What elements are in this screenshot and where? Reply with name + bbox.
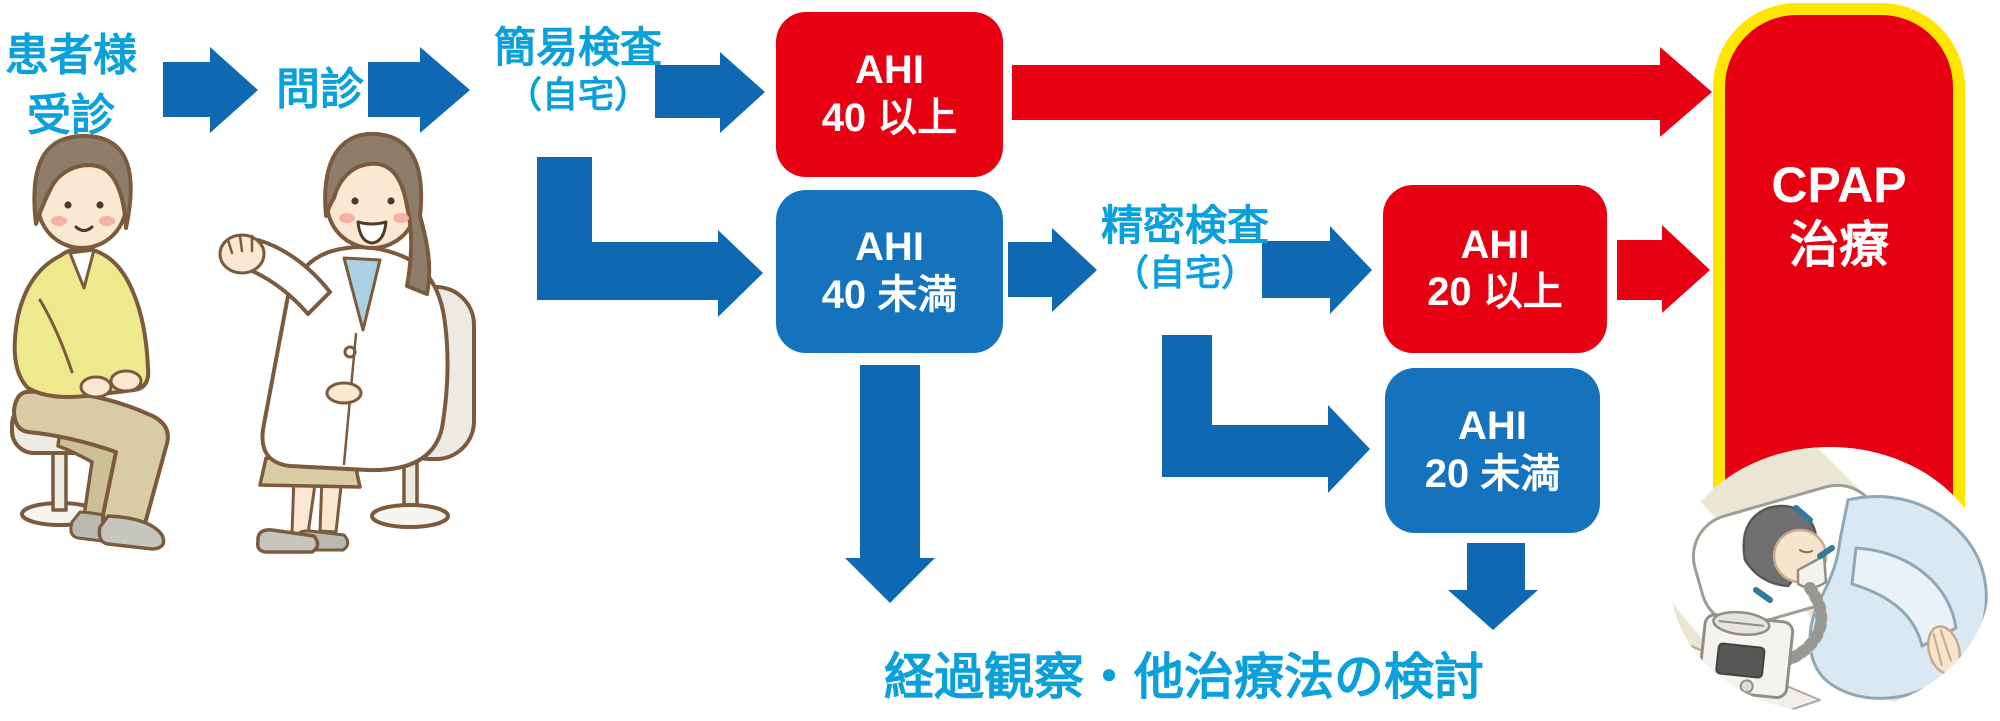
label-line: 患者様 xyxy=(5,31,137,80)
arrow-ahi40-under-to-detailed-test xyxy=(1008,228,1097,312)
node-line: CPAP xyxy=(1771,157,1907,213)
label-patient-visit: 患者様 受診 xyxy=(0,26,142,146)
label-line: （自宅） xyxy=(1112,252,1257,294)
label-followup-other-treatments: 経過観察・他治療法の検討 xyxy=(884,649,1484,705)
node-ahi-20-under: AHI 20 未満 xyxy=(1385,368,1600,533)
node-line: 20 未満 xyxy=(1424,451,1561,496)
label-simple-test: 簡易検査 （自宅） xyxy=(482,24,674,117)
node-line: AHI xyxy=(855,225,924,270)
label-line: 受診 xyxy=(27,90,115,140)
node-ahi-40-over: AHI 40 以上 xyxy=(776,12,1003,177)
label-line: 精密検査 xyxy=(1100,202,1269,249)
node-line: AHI xyxy=(855,48,924,93)
arrow-interview-to-simple-test xyxy=(368,47,470,133)
label-line: 簡易検査 xyxy=(493,24,662,71)
node-line: AHI xyxy=(1460,222,1530,267)
arrow-simple-test-to-ahi40-under xyxy=(537,157,763,317)
label-interview: 問診 xyxy=(276,65,364,114)
node-line: 20 以上 xyxy=(1427,270,1563,314)
node-line: 40 以上 xyxy=(821,95,958,140)
arrow-detailed-test-to-ahi20-under xyxy=(1162,335,1370,493)
node-line: 治療 xyxy=(1789,217,1889,273)
arrow-ahi40-under-to-followup xyxy=(845,365,935,603)
node-ahi-40-under: AHI 40 未満 xyxy=(776,190,1003,353)
arrow-ahi20-under-to-followup xyxy=(1448,543,1538,630)
arrow-ahi40-over-to-cpap xyxy=(1012,47,1712,137)
node-cpap-treatment: CPAP 治療 xyxy=(1713,3,1965,600)
node-ahi-20-over: AHI 20 以上 xyxy=(1383,185,1607,353)
label-line: （自宅） xyxy=(505,74,650,116)
arrow-ahi20-over-to-cpap xyxy=(1617,225,1710,313)
node-line: AHI xyxy=(1458,404,1527,449)
arrow-patient-to-interview xyxy=(163,47,258,133)
node-line: 40 未満 xyxy=(821,272,958,317)
arrow-detailed-test-to-ahi20-over xyxy=(1262,226,1372,314)
arrow-simple-test-to-ahi40-over xyxy=(655,52,765,133)
label-detailed-test: 精密検査 （自宅） xyxy=(1089,202,1281,295)
